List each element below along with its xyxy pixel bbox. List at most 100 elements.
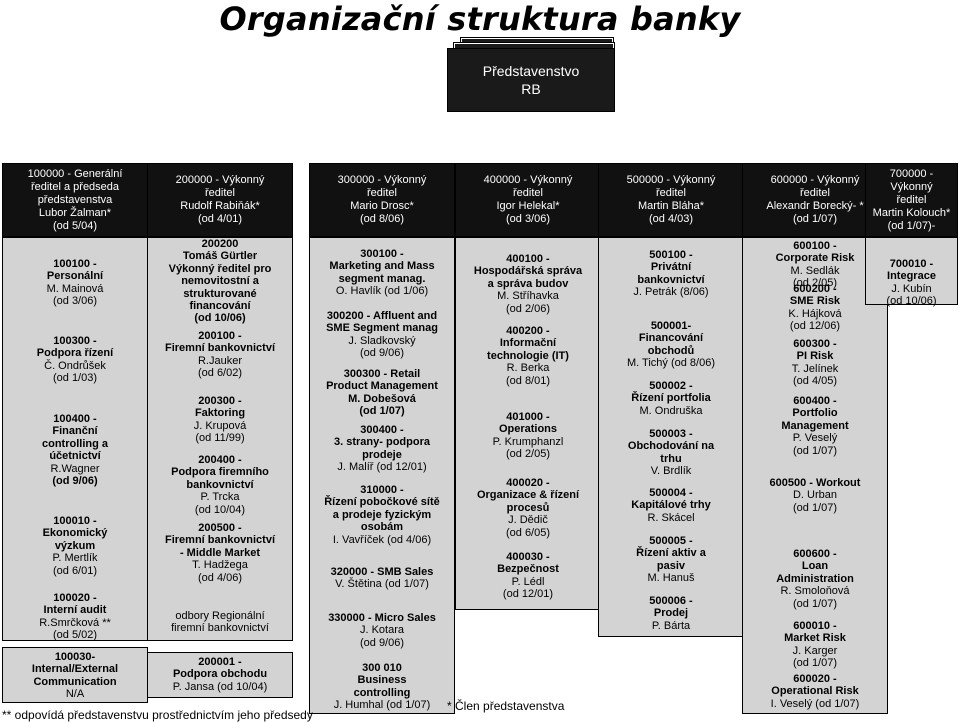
department-title-line: technologie (IT): [487, 349, 569, 362]
department-title-line: strukturované: [183, 287, 257, 300]
department-manager-line: P. Trcka: [200, 491, 240, 504]
department-title-line: Tomáš Gürtler: [182, 250, 258, 263]
department-manager-line: I. Vavříček (od 4/06): [332, 533, 432, 546]
department-title-line: controlling: [353, 686, 411, 699]
department-manager-line: M. Stříhavka: [497, 290, 559, 303]
connector-line: [815, 236, 816, 238]
board-of-directors-box: Představenstvo RB: [447, 48, 615, 112]
department-manager-line: (od 8/01): [505, 374, 551, 387]
executive-head-line: 600000 - Výkonný: [770, 174, 860, 186]
department-title-line: účetnictví: [49, 450, 101, 463]
department-title-line: controlling a: [42, 437, 108, 450]
department-title-line: 200200: [201, 238, 239, 250]
department-manager-line: D. Urban: [792, 489, 838, 502]
department-title-line: Integrace: [887, 270, 936, 283]
department-manager-line: M. Tichý (od 8/06): [626, 357, 716, 370]
department-title-line: Firemní bankovnictví: [164, 534, 276, 547]
department-title-line: 100010 -: [53, 515, 97, 527]
connector-line: [382, 236, 383, 238]
executive-head-line: (od 4/03): [648, 213, 694, 225]
department-manager-line: J. Kotara: [359, 624, 405, 637]
department-title-line: 200500 -: [198, 522, 242, 534]
department-manager-line: R.Smrčková **: [39, 616, 111, 629]
department-manager-line: (od 2/05): [792, 277, 838, 290]
department-manager-line: R.Wagner: [50, 462, 100, 475]
page-title: Organizační struktura banky: [219, 0, 741, 38]
department-title-line: 300400 -: [360, 424, 404, 436]
department-manager-line: J. Sladkovský: [348, 334, 416, 347]
executive-head-line: 700000 - Výkonný: [889, 167, 934, 193]
department-title-line: 600100 -: [793, 240, 837, 252]
department-title-line: 500006 -: [649, 595, 693, 607]
department-title-line: Firemní bankovnictví: [164, 342, 276, 355]
department-title-line: Podpora řízení: [36, 347, 114, 360]
department-title-line: 100300 -: [53, 335, 97, 347]
executive-head-line: ředitel: [367, 187, 397, 199]
department-manager-line: P. Veselý: [792, 432, 838, 445]
department-title-line: Personální: [46, 270, 104, 283]
department-manager-line: P. Lédl: [511, 575, 545, 588]
department-manager-line: J. Dědič: [508, 514, 548, 527]
department-manager-line: (od 6/05): [505, 526, 551, 539]
department-manager-line: odbory Regionální: [175, 610, 265, 622]
department-title-line: 400030 -: [506, 551, 550, 563]
department-title-line: Řízení pobočkové sítě: [324, 496, 440, 509]
department-manager-line: J. Humhal (od 1/07): [333, 699, 431, 712]
executive-head-line: Rudolf Rabiňák*: [180, 200, 260, 212]
department-title-line: bankovnictví: [186, 478, 254, 491]
footnote-board-member: * Člen představenstva: [447, 699, 565, 713]
executive-head-line: ředitel: [656, 187, 686, 199]
department-manager-line: P. Mertlík: [52, 552, 98, 565]
department-manager-line: J. Karger: [792, 644, 838, 657]
department-title-line: Obchodování na: [627, 440, 715, 453]
department-manager-line: J. Malíř (od 12/01): [337, 461, 427, 474]
department-title-line: pasiv: [656, 559, 686, 572]
department-manager-line: M. Mainová: [46, 282, 104, 295]
department-title-line: Finanční: [52, 425, 98, 438]
executive-head-line: ředitel: [800, 187, 830, 199]
executive-head-line: ředitel: [896, 193, 927, 206]
department-manager-line: (od 9/06): [359, 636, 405, 649]
department-title-line: 300300 - Retail: [343, 368, 421, 380]
department-manager-line: (od 1/07): [792, 501, 838, 514]
department-title-line: výzkum: [54, 539, 96, 552]
connector-line: [911, 236, 913, 238]
department-title-line: 400020 -: [506, 477, 550, 489]
department-title-line: Business: [357, 674, 407, 687]
department-title-line: 500001-: [650, 320, 692, 332]
connector-line: [671, 236, 672, 238]
department-manager-line: P. Krumphanzl: [492, 435, 564, 448]
department-title-line: 310000 -: [360, 484, 404, 496]
department-title-line: segment manag.: [338, 272, 426, 285]
department-title-line: 700010 -: [889, 258, 934, 270]
executive-head-line: ředitel a předseda: [30, 180, 120, 193]
department-manager-line: J. Krupová: [193, 419, 247, 432]
department-title-line: Portfolio: [792, 407, 838, 420]
department-manager-line: O. Havlík (od 1/06): [335, 285, 429, 298]
department-title-line: Administration: [776, 572, 854, 585]
department-title-line: 200300 -: [198, 395, 242, 407]
department-title-line: 600200 -: [793, 283, 837, 295]
department-manager-line: (od 1/07): [792, 444, 838, 457]
executive-head-line: (od 1/07)-: [887, 219, 936, 232]
department-manager-line: firemní bankovnictví: [171, 622, 269, 635]
department-manager-line: (od 1/07): [792, 597, 838, 610]
department-title-line: 600300 -: [793, 338, 837, 350]
